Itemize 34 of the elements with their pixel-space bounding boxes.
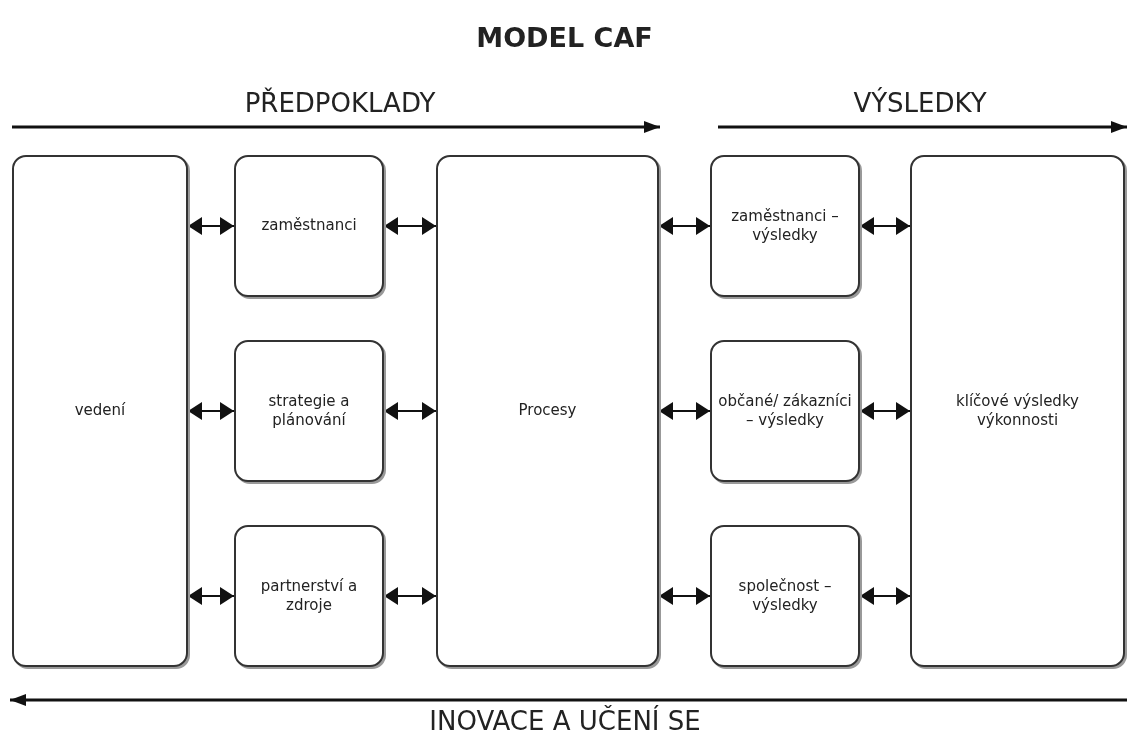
double-arrow (187, 587, 235, 605)
section-label: INOVACE A UČENÍ SE (429, 706, 701, 736)
diagram-title: MODEL CAF (476, 22, 653, 53)
double-arrow (187, 402, 235, 420)
double-arrow (187, 217, 235, 235)
column-box (436, 155, 659, 667)
process-box (234, 340, 384, 482)
double-arrow (383, 402, 437, 420)
box-label: občané/ zákazníci – výsledky (717, 391, 853, 431)
process-box (234, 155, 384, 297)
double-arrow (658, 217, 711, 235)
process-box (234, 525, 384, 667)
double-arrow (383, 217, 437, 235)
box-label: partnerství a zdroje (259, 576, 359, 616)
box-label: klíčové výsledky výkonnosti (955, 391, 1080, 431)
double-arrow (658, 587, 711, 605)
column-box (910, 155, 1125, 667)
column-box (12, 155, 188, 667)
box-label: Procesy (517, 401, 578, 421)
box-label: zaměstnanci (260, 216, 358, 236)
process-box (710, 525, 860, 667)
double-arrow (658, 402, 711, 420)
section-label: VÝSLEDKY (853, 88, 987, 118)
box-label: strategie a plánování (267, 391, 351, 431)
section-label: PŘEDPOKLADY (244, 88, 436, 118)
double-arrow (859, 217, 911, 235)
double-arrow (859, 587, 911, 605)
box-label: zaměstnanci – výsledky (730, 206, 840, 246)
double-arrow (859, 402, 911, 420)
process-box (710, 155, 860, 297)
box-label: společnost – výsledky (737, 576, 833, 616)
process-box (710, 340, 860, 482)
double-arrow (383, 587, 437, 605)
box-label: vedení (73, 401, 127, 421)
